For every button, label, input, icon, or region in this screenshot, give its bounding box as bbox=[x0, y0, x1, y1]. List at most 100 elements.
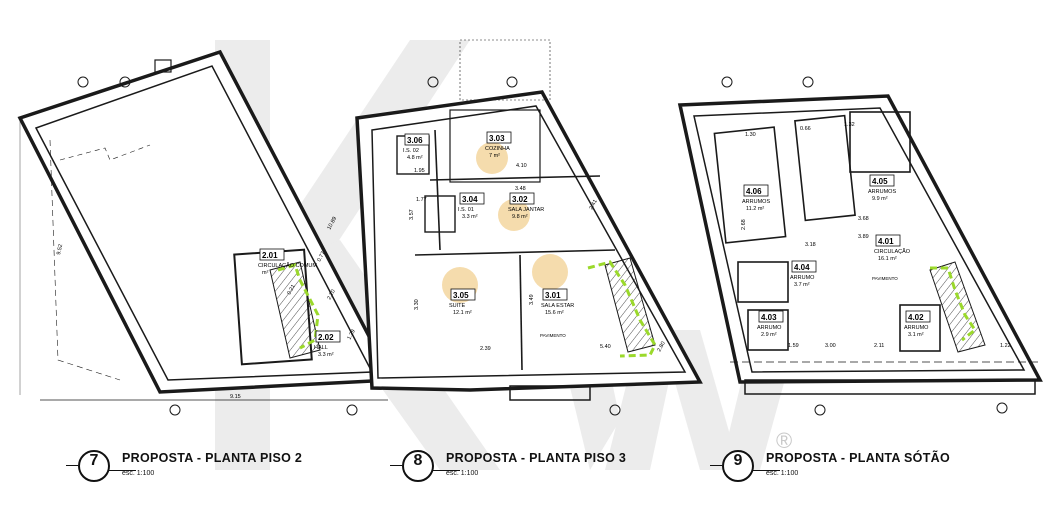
room-name: I.S. 02 bbox=[403, 148, 419, 154]
room-code-box bbox=[450, 288, 476, 301]
room-area: 3.3 m² bbox=[462, 214, 478, 220]
dimension-label: 0.66 bbox=[800, 126, 811, 132]
dimension-label: 1.29 bbox=[346, 329, 356, 341]
room-name: SUITE bbox=[449, 303, 466, 309]
dimension-label: 9.15 bbox=[230, 394, 241, 400]
plan-scale: esc. 1:100 bbox=[446, 470, 479, 477]
room-code: 3.05 bbox=[453, 291, 469, 300]
room-label: 3.04I.S. 013.3 m² bbox=[458, 192, 485, 220]
room-code-box bbox=[509, 192, 535, 205]
room-code: 4.03 bbox=[761, 313, 777, 322]
dimension-label: 1.30 bbox=[745, 132, 756, 138]
room-name: COZINHA bbox=[485, 146, 510, 152]
dimension-label: 4.10 bbox=[516, 163, 527, 169]
evac-route-9 bbox=[930, 266, 978, 342]
plan-number-circle bbox=[78, 450, 110, 482]
room-code: 2.01 bbox=[262, 251, 278, 260]
plan-number: 8 bbox=[413, 452, 423, 469]
dimension-label: 3.18 bbox=[805, 242, 816, 248]
caption-plan-8: 8 PROPOSTA - PLANTA PISO 3 esc. 1:100 bbox=[390, 448, 662, 488]
room-code: 3.06 bbox=[407, 136, 423, 145]
room-code-box bbox=[259, 248, 285, 261]
caption-rule bbox=[432, 470, 460, 471]
dimension-label: 2.80 bbox=[656, 341, 666, 353]
room-area: 3.1 m² bbox=[908, 332, 924, 338]
room-code-box bbox=[758, 310, 784, 323]
room-code-box bbox=[875, 234, 901, 247]
room-code: 4.01 bbox=[878, 237, 894, 246]
dimension-label: 3.30 bbox=[414, 299, 420, 310]
room-area: 7 m² bbox=[489, 153, 500, 159]
plan-title: PROPOSTA - PLANTA PISO 2 bbox=[122, 451, 303, 465]
room-code-box bbox=[743, 184, 769, 197]
plan-8 bbox=[355, 39, 703, 416]
room-code: 2.02 bbox=[318, 333, 334, 342]
evac-route-8 bbox=[587, 260, 657, 358]
room-area: m² bbox=[262, 270, 269, 276]
room-name: CIRCULAÇÃO COMUM bbox=[258, 262, 317, 269]
dimension-label: 3.57 bbox=[409, 209, 415, 220]
dimension-label: 3.68 bbox=[858, 216, 869, 222]
room-name: HALL bbox=[314, 345, 328, 351]
room-area: 12.1 m² bbox=[453, 310, 472, 316]
caption-rule bbox=[710, 465, 722, 466]
room-code: 3.03 bbox=[489, 134, 505, 143]
room-code: 4.05 bbox=[872, 177, 888, 186]
room-code-box bbox=[486, 131, 512, 144]
floor-annotation: PAVIMENTO bbox=[540, 333, 566, 338]
room-name: SALA JANTAR bbox=[508, 207, 544, 213]
room-code-box bbox=[542, 288, 568, 301]
caption-rule bbox=[390, 465, 402, 466]
room-code-box bbox=[791, 260, 817, 273]
room-code-box bbox=[404, 133, 430, 146]
room-area: 4.8 m² bbox=[407, 155, 423, 161]
room-code-box bbox=[905, 310, 931, 323]
room-label: 3.06I.S. 024.8 m² bbox=[403, 133, 430, 161]
evac-route-7 bbox=[277, 263, 320, 350]
room-area: 9.8 m² bbox=[512, 214, 528, 220]
dimension-label: 2.41 bbox=[588, 199, 598, 211]
plan-number: 9 bbox=[733, 452, 743, 469]
room-code: 3.01 bbox=[545, 291, 561, 300]
dimension-label: 3.00 bbox=[825, 343, 836, 349]
dimension-label: 2.11 bbox=[874, 343, 884, 349]
dimension-label: 2.68 bbox=[741, 219, 747, 230]
room-name: ARRUMO bbox=[757, 325, 782, 331]
plan-number: 7 bbox=[89, 452, 99, 469]
dimension-label: 2.20 bbox=[326, 289, 336, 301]
room-area: 15.6 m² bbox=[545, 310, 564, 316]
room-code: 4.02 bbox=[908, 313, 924, 322]
room-code-box bbox=[459, 192, 485, 205]
dimension-labels: 9.159.5210.890.772.200.211.291.951.774.1… bbox=[56, 122, 1011, 400]
room-area: 16.1 m² bbox=[878, 256, 897, 262]
room-area: 9.9 m² bbox=[872, 196, 888, 202]
dimension-label: 3.48 bbox=[515, 186, 526, 192]
room-name: ARRUMO bbox=[904, 325, 929, 331]
room-code: 4.06 bbox=[746, 187, 762, 196]
dimension-label: 9.52 bbox=[56, 244, 64, 256]
room-name: SALA ESTAR bbox=[541, 303, 574, 309]
dimension-label: 0.21 bbox=[286, 284, 296, 296]
dimension-label: 2.39 bbox=[480, 346, 491, 352]
room-area: 2.9 m² bbox=[761, 332, 777, 338]
dimension-label: 3.89 bbox=[858, 234, 869, 240]
room-name: ARRUMOS bbox=[868, 189, 896, 195]
dimension-label: 1.95 bbox=[414, 168, 425, 174]
plan-scale: esc. 1:100 bbox=[122, 470, 155, 477]
room-name: I.S. 01 bbox=[458, 207, 474, 213]
dimension-label: 1.32 bbox=[844, 122, 855, 128]
room-code-box bbox=[315, 330, 341, 343]
dimension-label: 1.59 bbox=[788, 343, 799, 349]
room-name: CIRCULAÇÃO bbox=[874, 248, 911, 255]
room-code: 4.04 bbox=[794, 263, 810, 272]
